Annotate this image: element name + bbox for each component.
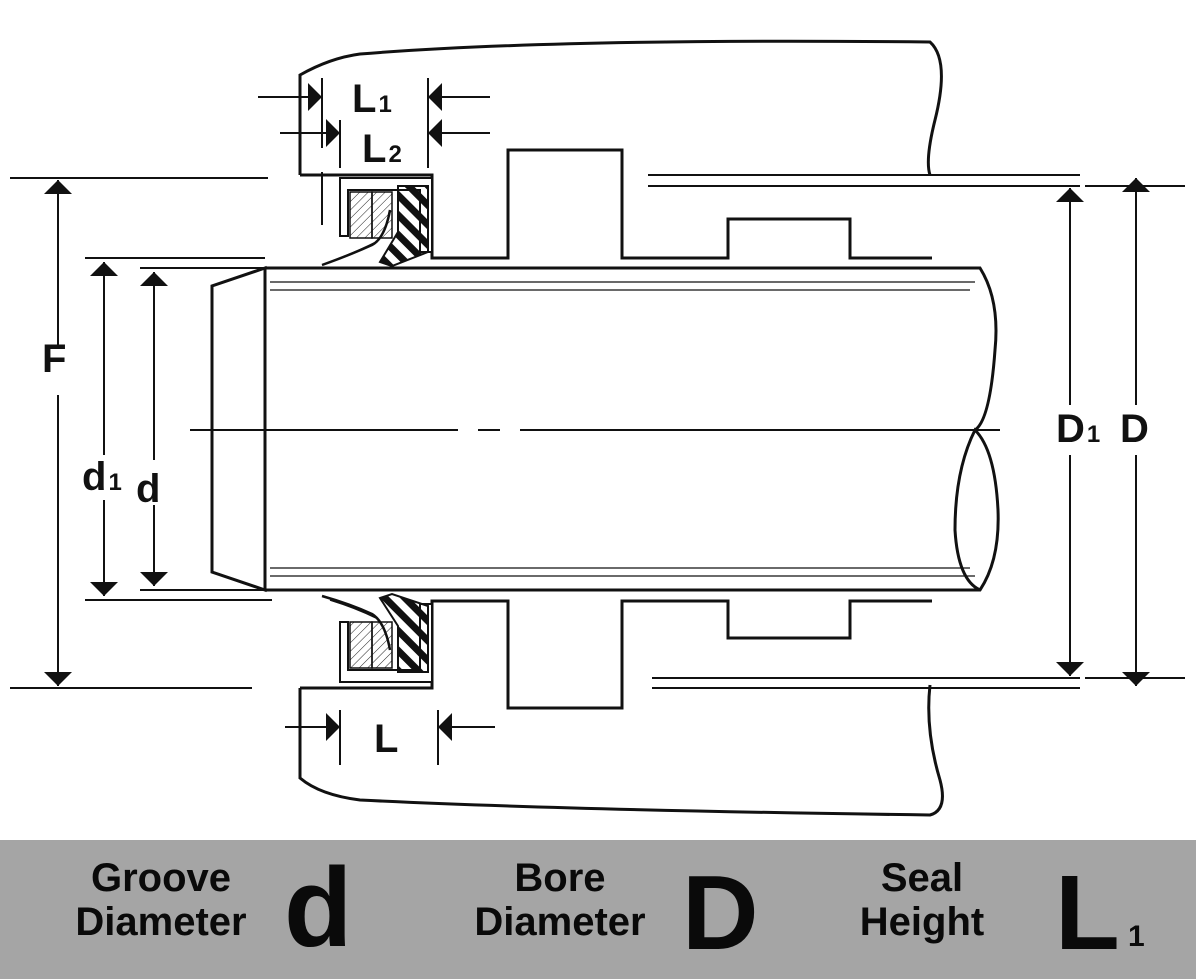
- seal-bottom: [321, 592, 433, 683]
- legend-seal-symbol: L: [1055, 854, 1120, 972]
- dimension-labels: L1 L2 L F d1 d D1 D: [42, 77, 1149, 761]
- legend-seal-text: Seal Height: [859, 856, 985, 944]
- label-D1: D1: [1056, 407, 1100, 451]
- bore-lines: [648, 174, 1080, 689]
- legend-bore-text: Bore Diameter: [474, 856, 646, 944]
- legend-groove-symbol: d: [284, 845, 353, 970]
- label-d: d: [136, 467, 160, 511]
- legend-seal-symbol-sub: 1: [1128, 920, 1145, 953]
- label-F: F: [42, 337, 66, 381]
- shaft-seal-cross-section: L1 L2 L F d1 d D1 D: [10, 39, 1185, 817]
- label-L2: L2: [362, 127, 402, 171]
- dimension-arrows: [44, 83, 1150, 741]
- legend-bore-symbol: D: [682, 854, 759, 972]
- label-L: L: [374, 717, 398, 761]
- shaft: [210, 265, 1000, 593]
- legend-groove-text: Groove Diameter: [75, 856, 247, 944]
- legend-bar: Groove Diameter d Bore Diameter D Seal H…: [0, 840, 1196, 979]
- label-L1: L1: [352, 77, 392, 121]
- label-d1: d1: [82, 455, 122, 499]
- extension-lines: [10, 78, 1185, 765]
- seal-top: [321, 177, 433, 268]
- label-D: D: [1120, 407, 1149, 451]
